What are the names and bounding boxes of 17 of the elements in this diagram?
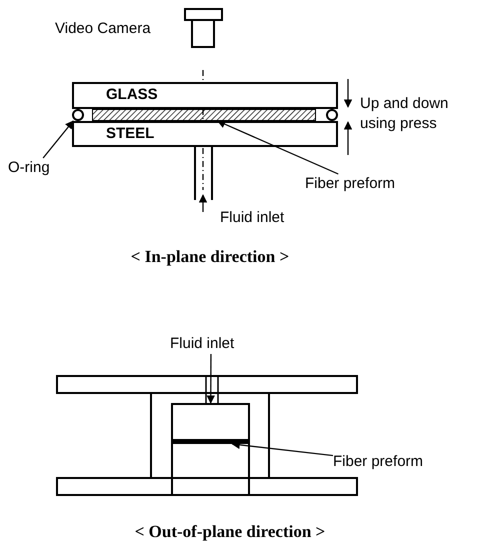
caption: < Out-of-plane direction > xyxy=(134,521,326,543)
hatched-preform xyxy=(92,109,316,121)
preform-bar xyxy=(173,439,248,444)
plate-box: GLASS xyxy=(72,82,338,109)
leader-arrow xyxy=(216,120,338,175)
label: Up and down using press xyxy=(360,94,450,134)
callout-text: Fluid inlet xyxy=(170,334,252,354)
label: Video Camera xyxy=(55,19,152,39)
mold-cavity xyxy=(171,403,250,495)
label: Fluid inlet xyxy=(220,208,286,228)
plate-box: STEEL xyxy=(72,121,338,147)
callout-text: Fiber preform xyxy=(305,174,417,194)
callout-text: Fiber preform xyxy=(333,452,445,472)
leader-arrow xyxy=(206,354,215,404)
caption: < In-plane direction > xyxy=(130,246,290,268)
callout-text: O-ring xyxy=(8,158,62,178)
leader-arrow xyxy=(42,120,74,158)
